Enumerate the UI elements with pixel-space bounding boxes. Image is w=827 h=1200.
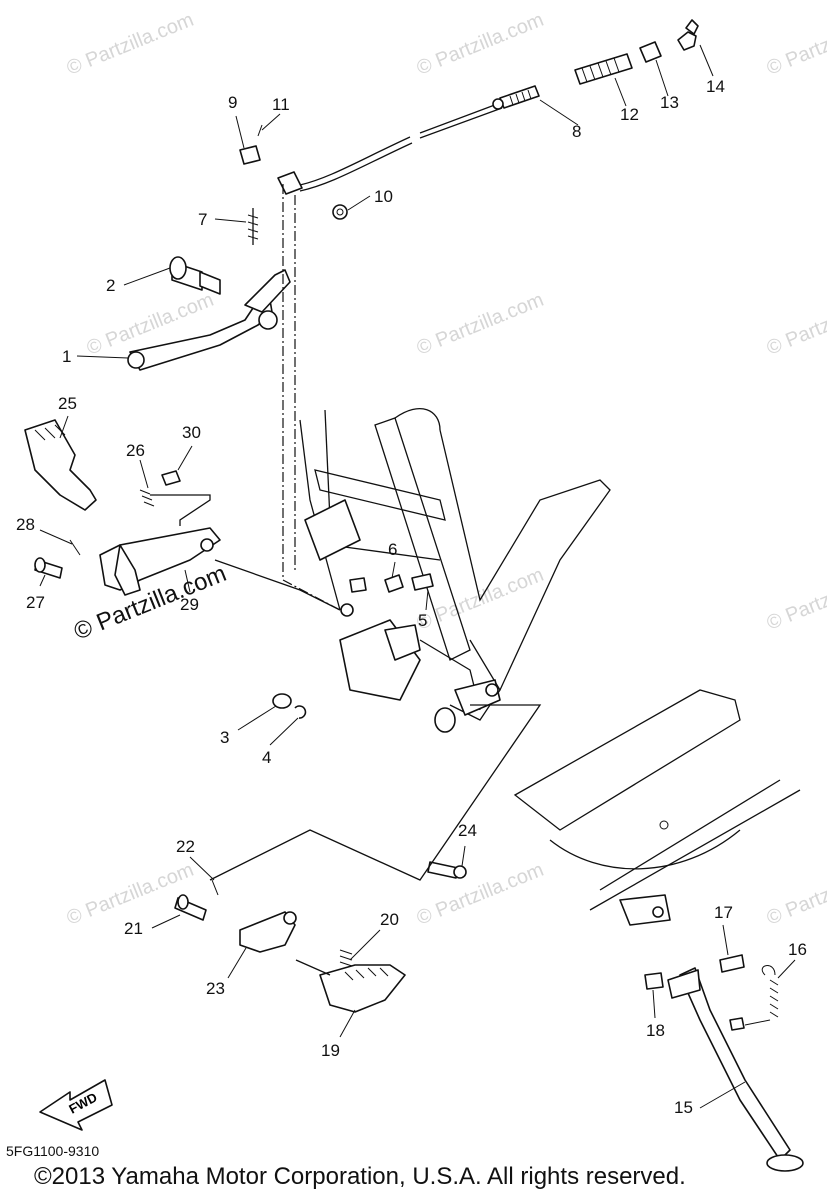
callout-29: 29: [180, 595, 199, 614]
fwd-arrow-icon: FWD: [39, 1079, 113, 1131]
callout-3: 3: [220, 728, 229, 747]
callout-8: 8: [572, 122, 581, 141]
callout-2: 2: [106, 276, 115, 295]
callout-16: 16: [788, 940, 807, 959]
washer-3: [272, 693, 292, 709]
watermark: © Partzilla.com: [764, 564, 827, 635]
frame-outline: [299, 408, 801, 926]
callout-25: 25: [58, 394, 77, 413]
leader-lines: [39, 44, 796, 1109]
callout-10: 10: [374, 187, 393, 206]
callout-9: 9: [228, 93, 237, 112]
callout-21: 21: [124, 919, 143, 938]
callout-19: 19: [321, 1041, 340, 1060]
callout-20: 20: [380, 910, 399, 929]
callout-6: 6: [388, 540, 397, 559]
callout-12: 12: [620, 105, 639, 124]
callout-7: 7: [198, 210, 207, 229]
watermark: © Partzilla.com: [414, 9, 547, 80]
callout-18: 18: [646, 1021, 665, 1040]
callout-28: 28: [16, 515, 35, 534]
watermark: © Partzilla.com: [64, 9, 197, 80]
copyright-notice: ©2013 Yamaha Motor Corporation, U.S.A. A…: [34, 1163, 686, 1190]
watermark: © Partzilla.com: [764, 859, 827, 930]
callout-labels: 1 2 3 4 5 6 7 8 9 10 11 12 13 14 15 16 1…: [16, 77, 807, 1117]
callout-23: 23: [206, 979, 225, 998]
watermark: © Partzilla.com: [764, 289, 827, 360]
callout-14: 14: [706, 77, 725, 96]
watermark: © Partzilla.com: [414, 289, 547, 360]
front-footrest-assembly: [174, 704, 542, 1013]
callout-15: 15: [674, 1098, 693, 1117]
callout-1: 1: [62, 347, 71, 366]
diagram-code: 5FG1100-9310: [6, 1143, 100, 1159]
callout-11: 11: [272, 95, 290, 114]
brake-rod-assembly: [239, 19, 699, 220]
callout-30: 30: [182, 423, 201, 442]
callout-4: 4: [262, 748, 271, 767]
watermark: © Partzilla.com: [764, 9, 827, 80]
sidestand-assembly: [644, 954, 804, 1172]
callout-22: 22: [176, 837, 195, 856]
callout-5: 5: [418, 611, 427, 630]
callout-17: 17: [714, 903, 733, 922]
callout-24: 24: [458, 821, 477, 840]
callout-13: 13: [660, 93, 679, 112]
circlip-4: [294, 705, 307, 719]
rear-footrest-assembly: [24, 419, 341, 611]
callout-27: 27: [26, 593, 45, 612]
callout-26: 26: [126, 441, 145, 460]
